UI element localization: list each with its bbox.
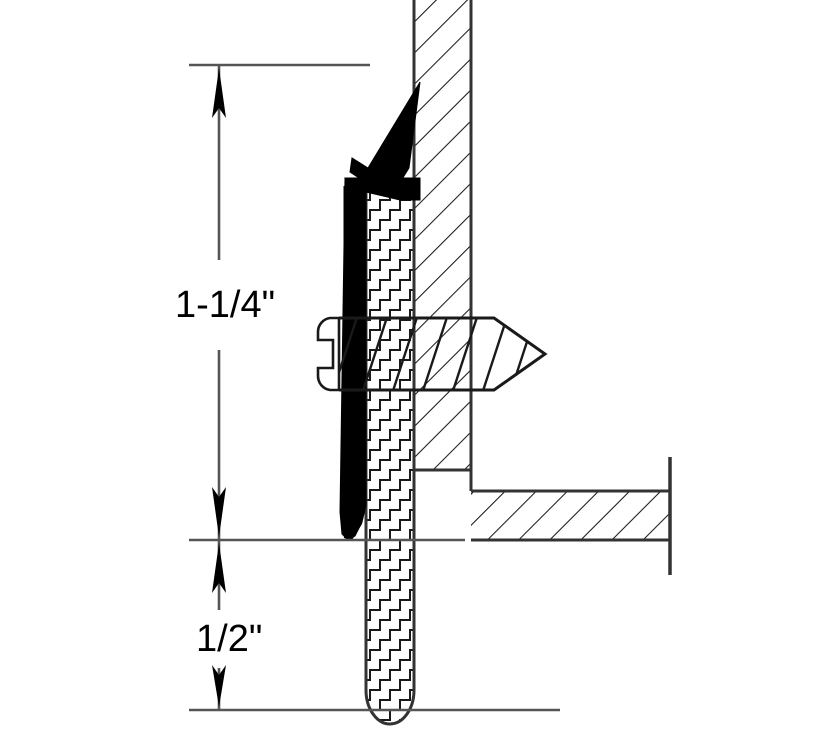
floor-slab — [469, 470, 670, 542]
fastener-screw — [316, 316, 548, 392]
dimension-lower: 1/2" — [196, 540, 262, 710]
dimension-arrow-middle-up — [212, 487, 226, 537]
dimension-upper: 1-1/4" — [175, 65, 275, 540]
dimension-arrow-middle-down — [212, 543, 226, 593]
cove-base-molding — [339, 81, 421, 541]
dimension-label-upper: 1-1/4" — [175, 284, 275, 326]
gypsum-board — [364, 188, 416, 726]
dimension-label-lower: 1/2" — [196, 618, 262, 660]
dimension-arrow-top — [212, 68, 226, 118]
wood-stud — [412, 0, 473, 472]
dimension-arrow-bottom — [212, 665, 226, 707]
